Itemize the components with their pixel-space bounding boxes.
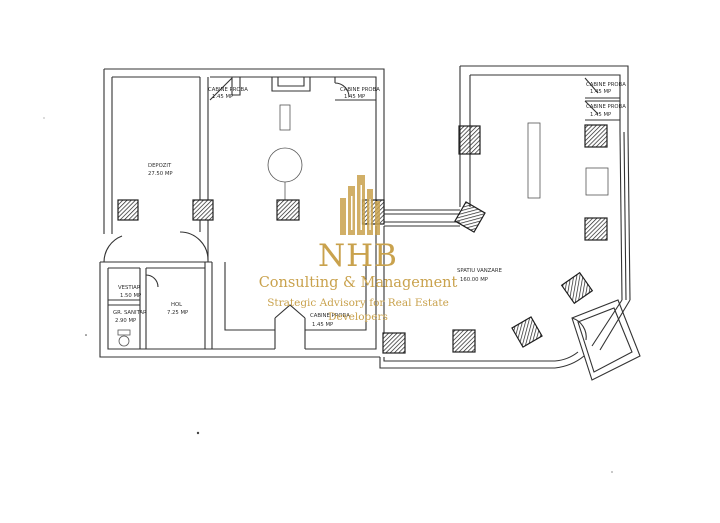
depozit-bottom-wall xyxy=(100,261,212,269)
wall-lines xyxy=(99,65,641,381)
column-pillar xyxy=(560,271,594,305)
left-outer-wall xyxy=(103,69,113,234)
corridor-walls xyxy=(384,209,460,227)
watermark-tagline-line1: Strategic Advisory for Real Estate xyxy=(267,297,449,309)
exit-vestibule-outer xyxy=(571,299,641,381)
room-labels: DEPOZIT 27.50 MP CABINE PROBA 1.45 MP CA… xyxy=(113,82,626,328)
watermark-title: NHB xyxy=(318,238,398,274)
depozit-right-wall xyxy=(199,77,209,262)
right-block-bottom-wall xyxy=(379,351,585,369)
left-block-outer-top-wall xyxy=(104,68,385,210)
gr-sanitar-name: GR. SANITAR xyxy=(113,310,147,316)
hol-name: HOL xyxy=(171,302,182,308)
hol-left-wall xyxy=(139,268,147,349)
hol-area: 7.25 MP xyxy=(167,310,189,316)
buildings-logo-icon xyxy=(340,175,380,235)
cabine-top-left-area: 1.45 MP xyxy=(212,94,234,100)
right-angled-wall xyxy=(591,299,631,351)
vestiar-name: VESTIAR xyxy=(118,285,141,291)
right-window-wall xyxy=(619,131,631,301)
cabine-bottom-name: CABINE PROBA xyxy=(310,313,350,319)
column-pillar xyxy=(117,199,139,221)
spatiu-vanzare-area: 160.00 MP xyxy=(460,277,489,283)
column-pillar xyxy=(452,329,476,353)
cabine-top-left-name: CABINE PROBA xyxy=(208,87,248,93)
middle-inner-partition xyxy=(224,262,367,331)
column-pillar xyxy=(382,332,406,354)
watermark: NHB Consulting & Management Strategic Ad… xyxy=(259,175,458,323)
column-pillar xyxy=(276,199,300,221)
cabine-top-mid-name: CABINE PROBA xyxy=(340,87,380,93)
lower-inner-wall xyxy=(107,268,377,350)
left-door-swing xyxy=(103,235,123,263)
column-pillar xyxy=(454,201,486,233)
exit-door-swing xyxy=(571,317,587,341)
right-cabine-walls xyxy=(584,77,620,121)
cabine-bottom-area: 1.45 MP xyxy=(312,322,334,328)
vestiar-door-swing xyxy=(145,274,159,288)
left-block-inner-top-wall xyxy=(112,76,377,205)
display-stand xyxy=(585,167,609,196)
top-notch xyxy=(271,77,311,92)
middle-right-wall-lower xyxy=(375,226,385,333)
vestiar-area: 1.50 MP xyxy=(120,293,142,299)
cabine-right-1-name: CABINE PROBA xyxy=(586,82,626,88)
depozit-door-swing xyxy=(179,231,209,261)
exit-vestibule-inner xyxy=(577,307,633,373)
display-counter xyxy=(527,122,541,199)
column-pillar xyxy=(584,217,608,241)
bottom-cabine-walls xyxy=(274,304,306,349)
hol-right-wall xyxy=(204,262,213,349)
spatiu-vanzare-name: SPATIU VANZARE xyxy=(457,268,503,274)
lower-outer-wall xyxy=(99,262,380,358)
cabine-top-mid-area: 1.45 MP xyxy=(344,94,366,100)
vestiar-wc-divider xyxy=(108,299,140,306)
column-pillar xyxy=(192,199,214,221)
depozit-name: DEPOZIT xyxy=(148,163,172,169)
scan-specks xyxy=(43,117,613,473)
watermark-tagline-line2: Developers xyxy=(328,311,388,323)
column-pillar xyxy=(458,125,481,155)
column-pillar xyxy=(584,124,608,148)
toilet-bowl xyxy=(118,335,130,347)
small-display-rack xyxy=(279,104,291,131)
toilet-tank xyxy=(117,329,131,336)
round-display-table xyxy=(267,147,303,183)
depozit-area: 27.50 MP xyxy=(148,171,173,177)
gr-sanitar-area: 2.90 MP xyxy=(115,318,137,324)
cabine-right-2-name: CABINE PROBA xyxy=(586,104,626,110)
watermark-subtitle: Consulting & Management xyxy=(259,275,458,291)
cabine-right-2-area: 1.45 MP xyxy=(590,112,612,118)
furniture xyxy=(117,104,609,347)
cabine-right-1-area: 1.45 MP xyxy=(590,89,612,95)
top-left-cabine-walls xyxy=(209,77,241,101)
top-mid-cabine-walls xyxy=(334,77,376,101)
column-pillar xyxy=(511,316,543,348)
